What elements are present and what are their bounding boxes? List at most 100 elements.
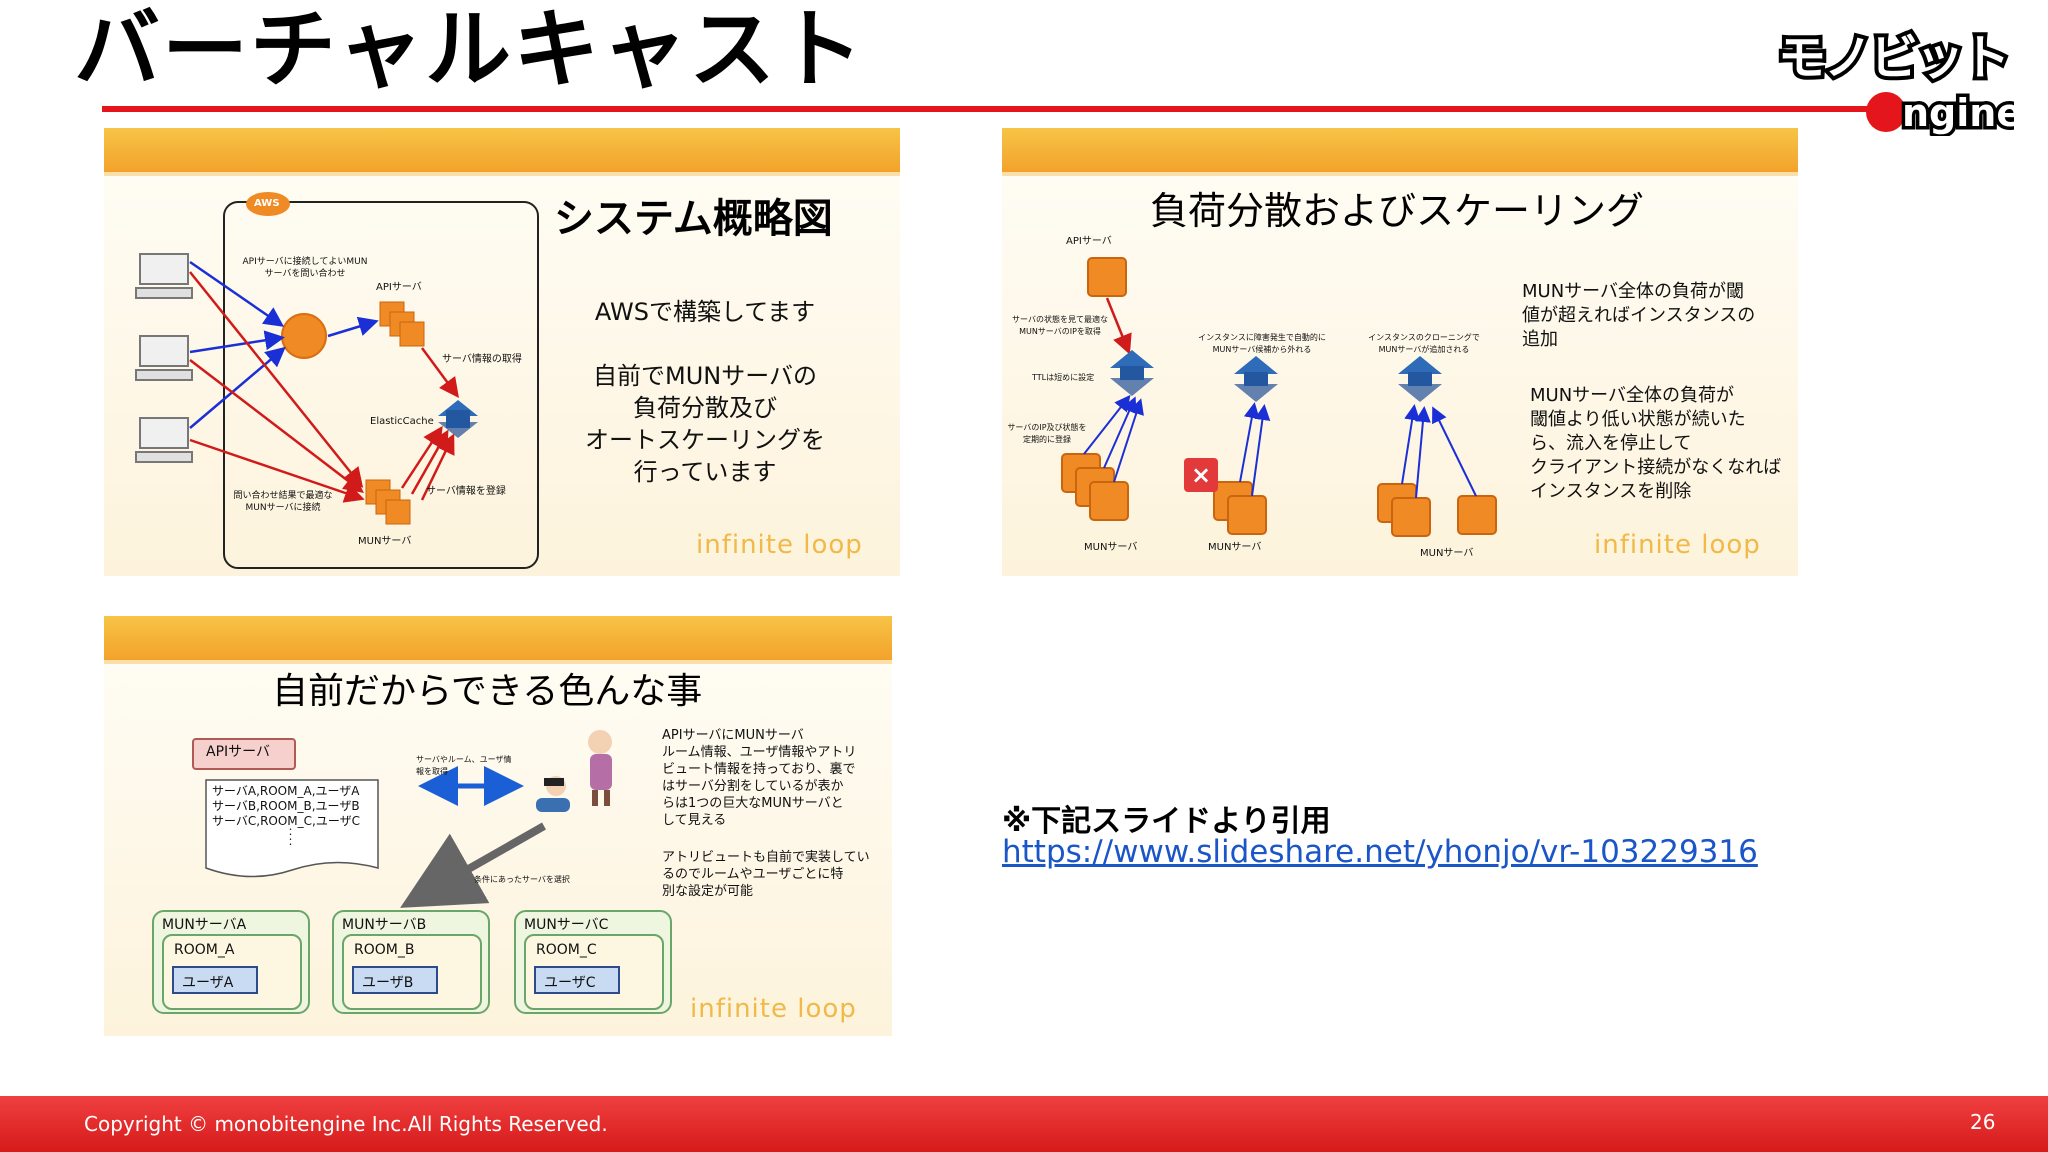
desc2-line-2: るのでルームやユーザごとに特 — [662, 867, 844, 882]
mun-server-card: MUNサーバC ROOM_C ユーザC — [514, 910, 672, 1014]
room-name: ROOM_A — [174, 942, 235, 958]
features-diagram — [205, 730, 612, 908]
failure-x-icon — [1184, 458, 1218, 492]
label-elasticache: ElasticCache — [370, 416, 434, 427]
title-underline — [102, 106, 1906, 112]
copyright-text: Copyright © monobitengine Inc.All Rights… — [84, 1112, 608, 1136]
mun-server-name: MUNサーバA — [162, 917, 247, 933]
desc1-line-4: はサーバ分割をしているが表か — [662, 779, 844, 794]
infinite-loop-watermark: infinite loop — [690, 994, 857, 1024]
doc-line-4: ： — [288, 827, 298, 838]
page-title: バーチャルキャスト — [74, 0, 866, 100]
label-connect-result: 問い合わせ結果で最適なMUNサーバに接続 — [233, 491, 333, 513]
user-illustration — [536, 730, 612, 812]
client-pc-icon — [135, 417, 193, 463]
api-server-box — [192, 738, 296, 770]
elasticache-icon — [1398, 356, 1442, 402]
doc-line-2: サーバB,ROOM_B,ユーザB — [212, 799, 360, 813]
system-diagram — [135, 192, 539, 569]
label-cloning: インスタンスのクローニングでMUNサーバが追加される — [1368, 333, 1480, 354]
room-box: ROOM_B ユーザB — [342, 934, 482, 1010]
label-select-ip: サーバの状態を見て最適なMUNサーバのIPを取得 — [1012, 315, 1108, 336]
doc-line-1: サーバA,ROOM_A,ユーザA — [212, 784, 360, 798]
client-pc-icon — [135, 253, 193, 299]
mun-server-name: MUNサーバC — [524, 917, 609, 933]
slide1-text-line2: 負荷分散及び — [633, 394, 777, 422]
room-name: ROOM_B — [354, 942, 415, 958]
slide1-text-aws: AWSで構築してます — [594, 298, 816, 326]
label-api-server: APIサーバ — [1066, 236, 1112, 247]
api-server-icon — [1087, 257, 1127, 297]
slide2-text2-line1: MUNサーバ全体の負荷が — [1530, 385, 1734, 406]
slide2-text1-line3: 追加 — [1522, 329, 1558, 350]
mun-server-card: MUNサーバA ROOM_A ユーザA — [152, 910, 310, 1014]
scaling-diagram: × — [1061, 257, 1497, 537]
slide2-text1-line2: 値が超えればインスタンスの — [1522, 305, 1756, 326]
doc-line-3: サーバC,ROOM_C,ユーザC — [212, 814, 360, 828]
slide-custom-features: 自前だからできる色んな事 APIサーバ サーバA,ROOM_A,ユーザA サーバ… — [104, 616, 892, 1036]
label-api-server: APIサーバ — [376, 282, 422, 293]
slide2-text2-line3: ら、流入を停止して — [1530, 433, 1692, 454]
user-box: ユーザC — [534, 966, 620, 994]
svg-text:×: × — [1191, 461, 1211, 489]
label-ttl: TTLは短めに設定 — [1032, 373, 1095, 382]
slide2-text2-line4: クライアント接続がなくなれば — [1530, 457, 1782, 478]
slide-system-overview: AWS システム概略図 APIサーバに接続してよいMUNサーバを問い合わせ AP… — [104, 128, 900, 576]
mun-server-name: MUNサーバB — [342, 917, 427, 933]
desc1-line-2: ルーム情報、ユーザ情報やアトリ — [662, 745, 857, 760]
room-name: ROOM_C — [536, 942, 597, 958]
desc1-line-3: ビュート情報を持っており、裏で — [662, 762, 856, 777]
slide3-title: 自前だからできる色んな事 — [272, 671, 703, 712]
desc2-line-3: 別な設定が可能 — [662, 884, 754, 899]
user-box: ユーザB — [352, 966, 438, 994]
logo-e-mark — [1866, 92, 1906, 132]
label-api-query: APIサーバに接続してよいMUNサーバを問い合わせ — [242, 257, 368, 279]
logo-text-top: モノビット — [1778, 30, 2008, 86]
slide2-text2-line5: インスタンスを削除 — [1530, 481, 1692, 502]
desc2-line-1: アトリビュートも自前で実装してい — [662, 850, 870, 865]
mun-server-card: MUNサーバB ROOM_B ユーザB — [332, 910, 490, 1014]
slide1-title: システム概略図 — [554, 196, 833, 242]
label-mun-server: MUNサーバ — [358, 536, 412, 547]
load-balancer-icon — [281, 313, 327, 359]
slide-load-balancing: × 負荷分散およびスケーリング APIサーバ サーバの状態を見て最適なMUNサー… — [1002, 128, 1798, 576]
select-server-arrow — [400, 822, 546, 908]
aws-badge: AWS — [254, 198, 280, 209]
room-box: ROOM_C ユーザC — [524, 934, 664, 1010]
slide-header-band — [104, 616, 892, 660]
elasticache-icon — [1234, 356, 1278, 402]
slide2-text2-line2: 閾値より低い状態が続いた — [1530, 409, 1746, 430]
slide-header-band — [104, 128, 900, 172]
label-get-info: サーバやルーム、ユーザ情報を取得 — [416, 755, 512, 776]
label-select-server: 条件にあったサーバを選択 — [474, 875, 570, 884]
footer-bar — [0, 1096, 2048, 1152]
slide2-text1-line1: MUNサーバ全体の負荷が閾 — [1522, 281, 1744, 302]
elasticache-icon — [1110, 350, 1154, 396]
label-fetch-info: サーバ情報の取得 — [442, 354, 522, 365]
slide-header-band — [1002, 128, 1798, 172]
desc1-line-6: して見える — [662, 813, 727, 828]
infinite-loop-watermark: infinite loop — [696, 530, 863, 560]
client-pc-icon — [135, 335, 193, 381]
slide1-text-line3: オートスケーリングを — [585, 426, 825, 454]
doc-line-5: ： — [288, 837, 298, 848]
room-box: ROOM_A ユーザA — [162, 934, 302, 1010]
label-mun-3: MUNサーバ — [1420, 548, 1474, 559]
desc1-line-1: APIサーバにMUNサーバ — [662, 728, 804, 743]
user-box: ユーザA — [172, 966, 258, 994]
label-mun-1: MUNサーバ — [1084, 542, 1138, 553]
api-server-label: APIサーバ — [206, 744, 271, 760]
page-number: 26 — [1970, 1110, 1996, 1134]
label-periodic-register: サーバのIP及び状態を定期的に登録 — [1007, 423, 1087, 444]
aws-cloud-icon — [246, 192, 290, 216]
slide1-text-line1: 自前でMUNサーバの — [593, 362, 817, 390]
label-mun-2: MUNサーバ — [1208, 542, 1262, 553]
desc1-line-5: らは1つの巨大なMUNサーバと — [662, 796, 844, 811]
monobit-engine-logo: モノビット ngine — [1774, 26, 2014, 136]
logo-text-bottom: ngine — [1902, 91, 2014, 135]
label-register-info: サーバ情報を登録 — [426, 486, 506, 497]
infinite-loop-watermark: infinite loop — [1594, 530, 1761, 560]
label-failure: インスタンスに障害発生で自動的にMUNサーバ候補から外れる — [1198, 333, 1326, 354]
citation-note: ※下記スライドより引用 — [1002, 804, 1331, 839]
citation-link[interactable]: https://www.slideshare.net/yhonjo/vr-103… — [1002, 834, 1758, 870]
